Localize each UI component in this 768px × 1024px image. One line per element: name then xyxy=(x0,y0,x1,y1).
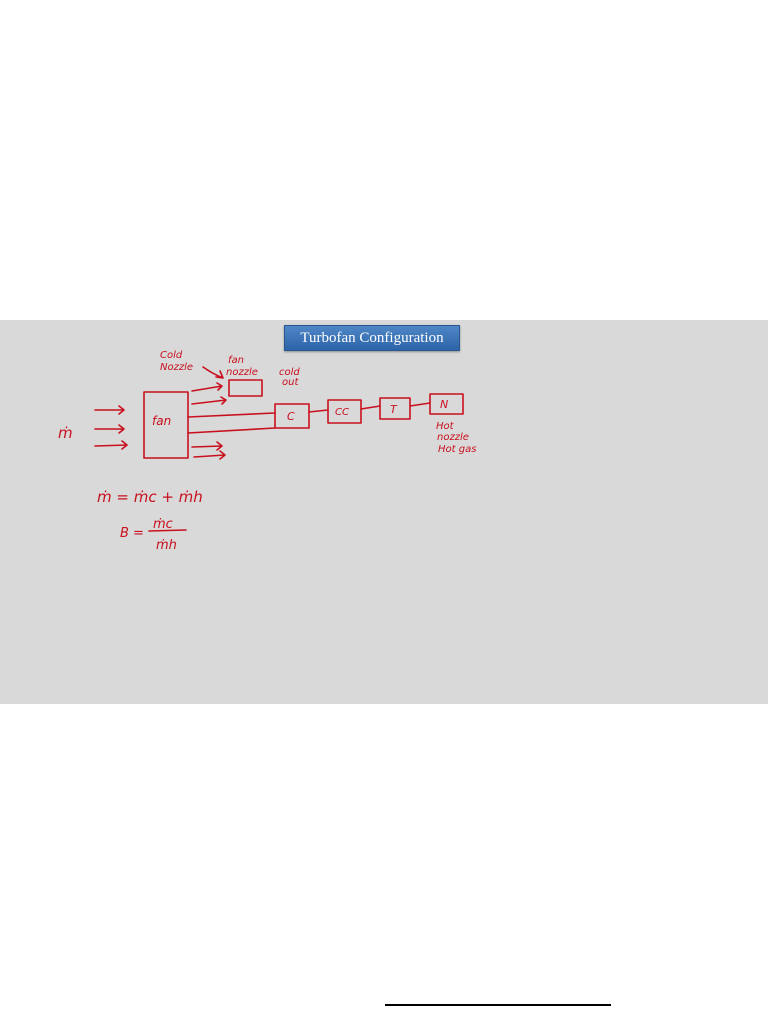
turbine-box xyxy=(379,397,411,420)
slide-title: Turbofan Configuration xyxy=(284,325,460,351)
bypass-arrows xyxy=(191,382,227,460)
fan-nozzle-label-1: fan xyxy=(228,355,244,366)
nozzle-label: N xyxy=(440,398,448,411)
fan-label: fan xyxy=(152,414,171,428)
hot-nozzle-label-2: nozzle xyxy=(437,432,469,443)
link-c-cc xyxy=(308,409,329,413)
inlet-arrows xyxy=(94,405,128,450)
cold-out-label-1: cold xyxy=(279,367,300,378)
cold-nozzle-label-1: Cold xyxy=(160,350,183,361)
fraction-bar xyxy=(148,529,187,532)
turbofan-sketch: ṁ fan Cold Nozzle fan nozzle cold out xyxy=(58,350,476,553)
cold-nozzle-label-2: Nozzle xyxy=(160,362,193,373)
bypass-ratio-lhs: B = xyxy=(120,526,144,541)
fan-nozzle-label-2: nozzle xyxy=(226,367,258,378)
compressor-label: C xyxy=(287,410,295,423)
mass-flow-label: ṁ xyxy=(58,424,73,442)
bypass-ratio-numerator: ṁc xyxy=(153,517,173,532)
bypass-ratio-denominator: ṁh xyxy=(156,538,177,553)
combustion-chamber-box xyxy=(327,399,362,424)
hot-nozzle-label-1: Hot xyxy=(436,421,455,432)
link-cc-t xyxy=(360,405,381,410)
fan-box xyxy=(143,391,189,459)
core-flow-line-2 xyxy=(187,427,276,434)
cold-nozzle-arrow xyxy=(202,366,224,379)
hot-gas-label: Hot gas xyxy=(438,444,476,455)
cold-out-label-2: out xyxy=(282,377,299,388)
link-t-n xyxy=(409,402,431,407)
nozzle-box xyxy=(429,393,464,415)
mass-balance-equation: ṁ = ṁc + ṁh xyxy=(97,488,203,506)
combustion-chamber-label: CC xyxy=(335,407,349,418)
compressor-box xyxy=(274,403,310,429)
footer-rule xyxy=(385,1004,611,1006)
fan-nozzle-box xyxy=(228,379,263,397)
core-flow-line-1 xyxy=(187,412,276,418)
turbine-label: T xyxy=(390,403,398,416)
slide-canvas: Turbofan Configuration ṁ fan Cold Nozzle… xyxy=(0,320,768,704)
